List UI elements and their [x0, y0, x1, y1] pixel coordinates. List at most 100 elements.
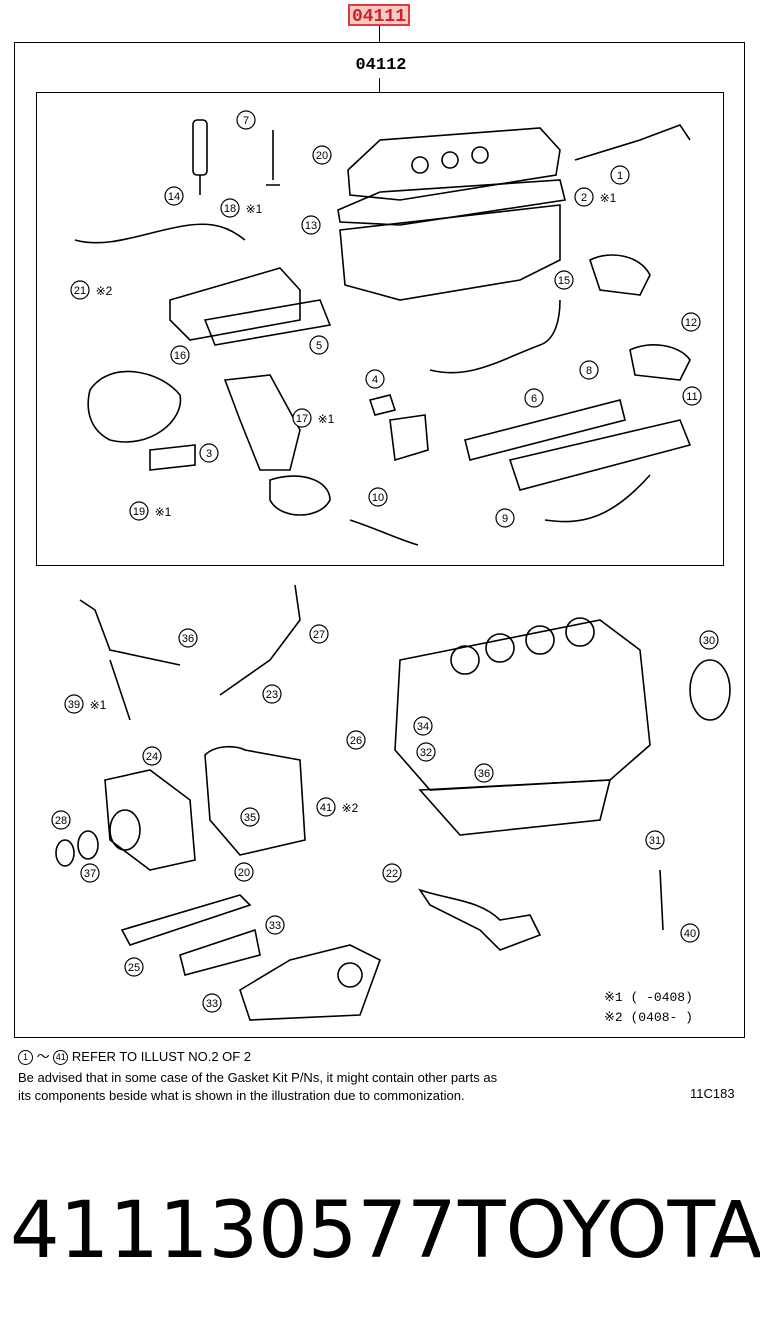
callout-number: 40	[684, 928, 696, 940]
callout-number: 32	[420, 747, 432, 759]
callout-number: 36	[182, 633, 194, 645]
callout-number: 9	[502, 513, 508, 525]
refer-note: 1 ～ 41 REFER TO ILLUST NO.2 OF 2	[18, 1046, 252, 1066]
callout-marker: 26	[346, 730, 366, 750]
sub-kit-code-leader	[379, 78, 380, 92]
callout-marker: 8	[579, 360, 599, 380]
callout-number: 25	[128, 962, 140, 974]
callout-note: ※2	[96, 284, 113, 298]
ref-start-number: 1	[18, 1050, 33, 1066]
callout-number: 39	[68, 699, 80, 711]
callout-marker: 36	[178, 628, 198, 648]
sub-kit-code[interactable]: 04112	[355, 56, 407, 75]
callout-number: 19	[133, 506, 145, 518]
callout-number: 4	[372, 374, 378, 386]
callout-marker: 14	[164, 186, 184, 206]
callout-number: 28	[55, 815, 67, 827]
callout-marker: 4	[365, 369, 385, 389]
callout-marker: 28	[51, 810, 71, 830]
callout-marker: 1	[610, 165, 630, 185]
kit-code-highlight[interactable]: 04111	[348, 4, 410, 27]
callout-number: 23	[266, 689, 278, 701]
callout-marker: 11	[682, 386, 702, 406]
callout-number: 17	[296, 413, 308, 425]
callout-number: 10	[372, 492, 384, 504]
exploded-parts-drawing: 1 2 ※1 3 4 5 6 7 8 9 10 11 12 13 14 15 16…	[51, 110, 731, 1021]
callout-number: 13	[305, 220, 317, 232]
callout-note: ※1	[600, 191, 617, 205]
callout-marker: 37	[80, 863, 100, 883]
callout-number: 11	[686, 391, 697, 403]
callout-number: 36	[478, 768, 490, 780]
callout-marker: 10	[368, 487, 388, 507]
callout-note: ※1	[90, 698, 107, 712]
callout-number: 20	[316, 150, 328, 162]
callout-number: 35	[244, 812, 256, 824]
callout-marker: 21 ※2	[70, 280, 113, 300]
callout-number: 33	[206, 998, 218, 1010]
callout-number: 7	[243, 115, 249, 127]
callout-marker: 3	[199, 443, 219, 463]
callout-marker: 2 ※1	[574, 187, 617, 207]
callout-number: 1	[617, 170, 623, 182]
callout-marker: 27	[309, 624, 329, 644]
legend-note-1: ※1 ( -0408)	[604, 990, 693, 1005]
callout-number: 34	[417, 721, 429, 733]
advisory-line-2: its components beside what is shown in t…	[18, 1088, 465, 1103]
callout-marker: 20	[234, 862, 254, 882]
ref-tilde: ～	[36, 1049, 50, 1064]
callout-number: 6	[531, 393, 537, 405]
callout-number: 37	[84, 868, 96, 880]
callout-number: 14	[168, 191, 180, 203]
callout-number: 22	[386, 868, 398, 880]
callout-marker: 13	[301, 215, 321, 235]
callout-number: 20	[238, 867, 250, 879]
callout-marker: 12	[681, 312, 701, 332]
ref-end-number: 41	[53, 1050, 69, 1066]
callout-number: 27	[313, 629, 325, 641]
callout-marker: 33	[265, 915, 285, 935]
callout-marker: 36	[474, 763, 494, 783]
callout-note: ※2	[342, 801, 359, 815]
callout-number: 2	[581, 192, 587, 204]
ref-text: REFER TO ILLUST NO.2 OF 2	[71, 1049, 252, 1064]
callout-marker: 6	[524, 388, 544, 408]
callout-number: 26	[350, 735, 362, 747]
kit-code-leader	[379, 26, 380, 42]
advisory-line-1: Be advised that in some case of the Gask…	[18, 1070, 498, 1085]
callout-number: 5	[316, 340, 322, 352]
callout-number: 24	[146, 751, 158, 763]
callout-number: 41	[320, 802, 332, 814]
callout-number: 30	[703, 635, 715, 647]
callout-marker: 23	[262, 684, 282, 704]
callout-marker: 24	[142, 746, 162, 766]
callout-markers: 1 2 ※1 3 4 5 6 7 8 9 10 11 12 13 14 15 16…	[51, 110, 719, 1013]
callout-marker: 22	[382, 863, 402, 883]
callout-marker: 25	[124, 957, 144, 977]
callout-marker: 17 ※1	[292, 408, 335, 428]
callout-marker: 35	[240, 807, 260, 827]
callout-note: ※1	[318, 412, 335, 426]
callout-marker: 32	[416, 742, 436, 762]
callout-number: 31	[649, 835, 661, 847]
diagram-id: 11C183	[690, 1086, 735, 1101]
callout-marker: 5	[309, 335, 329, 355]
callout-number: 21	[74, 285, 86, 297]
callout-marker: 9	[495, 508, 515, 528]
callout-marker: 20	[312, 145, 332, 165]
callout-marker: 19 ※1	[129, 501, 172, 521]
callout-marker: 33	[202, 993, 222, 1013]
part-number: 411130577	[10, 1186, 457, 1276]
callout-marker: 31	[645, 830, 665, 850]
callout-marker: 18※1	[220, 198, 263, 218]
callout-number: 33	[269, 920, 281, 932]
callout-number: 15	[558, 275, 570, 287]
callout-marker: 16	[170, 345, 190, 365]
callout-note: ※1	[155, 505, 172, 519]
callout-marker: 30	[699, 630, 719, 650]
legend-note-2: ※2 (0408- )	[604, 1010, 693, 1025]
callout-number: 8	[586, 365, 592, 377]
inner-diagram-frame	[36, 92, 724, 566]
callout-number: 3	[206, 448, 212, 460]
callout-number: 18	[224, 203, 236, 215]
